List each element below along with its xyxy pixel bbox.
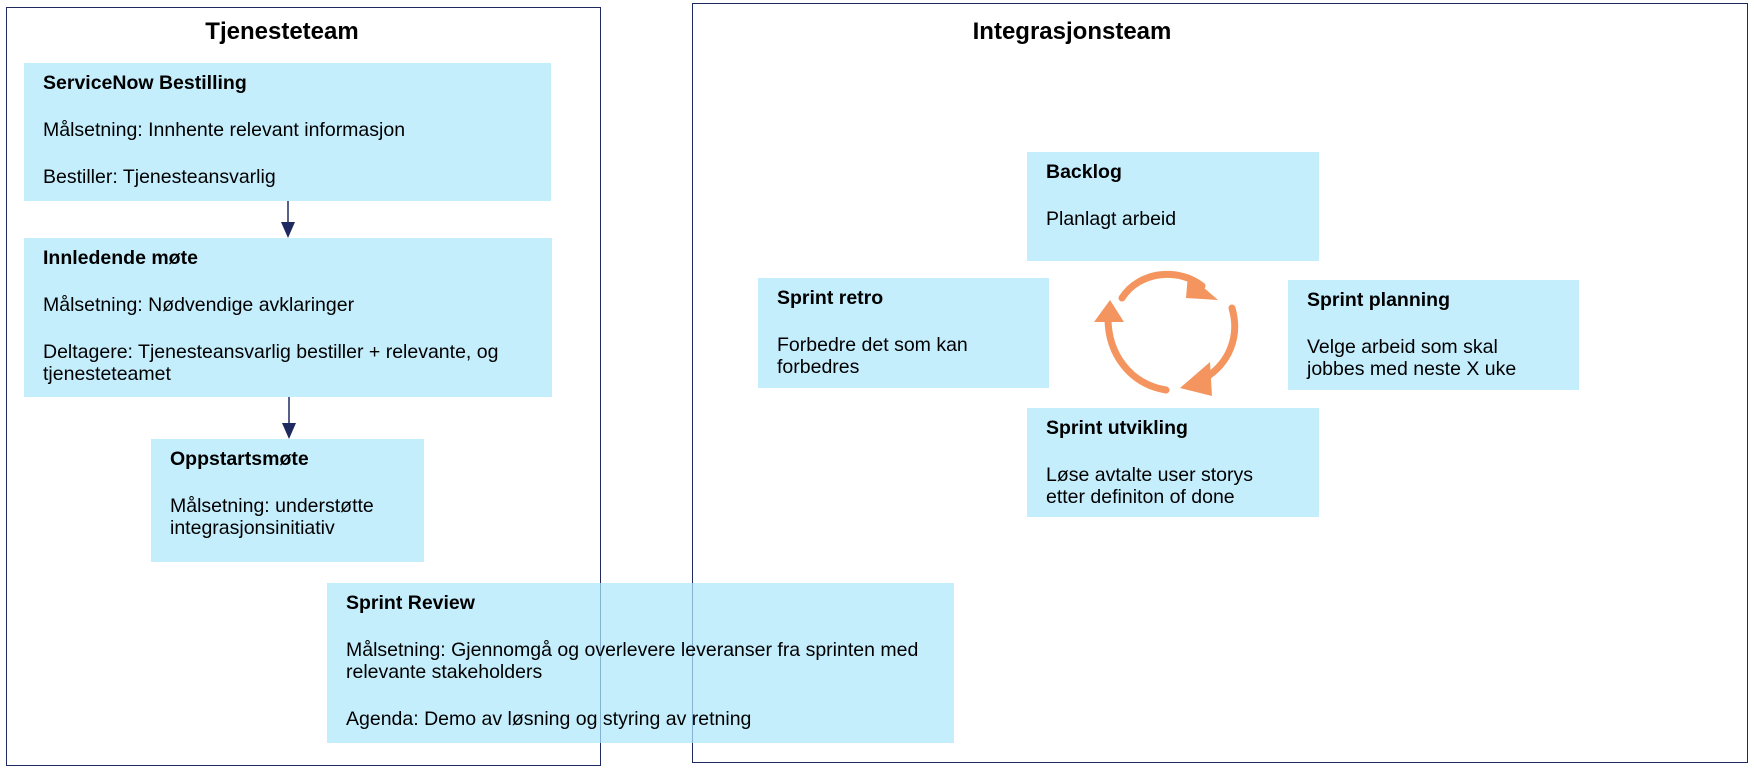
sprint-cycle-arrows-icon	[1094, 270, 1239, 396]
card-title: ServiceNow Bestilling	[43, 72, 247, 94]
flow-arrow-2	[282, 397, 296, 439]
card-sprint-planning: Sprint planning Velge arbeid som skal jo…	[1288, 280, 1579, 390]
card-title: Sprint planning	[1307, 289, 1450, 311]
card-text: Velge arbeid som skal jobbes med neste X…	[1307, 336, 1517, 380]
card-title: Oppstartsmøte	[170, 448, 309, 470]
card-title: Sprint retro	[777, 287, 884, 309]
card-title: Sprint Review	[346, 592, 475, 614]
team-frame-integrasjonsteam	[692, 3, 1748, 763]
card-text: Bestiller: Tjenesteansvarlig	[43, 166, 276, 188]
card-sprint-retro: Sprint retro Forbedre det som kan forbed…	[758, 278, 1049, 388]
card-backlog: Backlog Planlagt arbeid	[1027, 152, 1319, 261]
card-title: Backlog	[1046, 161, 1122, 183]
card-sprint-utvikling: Sprint utvikling Løse avtalte user story…	[1027, 408, 1319, 517]
card-text: Deltagere: Tjenesteansvarlig bestiller +…	[43, 341, 499, 385]
flow-arrow-1	[281, 201, 295, 238]
card-text: Målsetning: Innhente relevant informasjo…	[43, 119, 406, 141]
card-text: Forbedre det som kan forbedres	[777, 334, 968, 378]
card-text: Planlagt arbeid	[1046, 208, 1177, 230]
card-title: Sprint utvikling	[1046, 417, 1188, 439]
card-innledende-mote: Innledende møte Målsetning: Nødvendige a…	[24, 238, 552, 397]
card-sprint-review: Sprint Review Målsetning: Gjennomgå og o…	[327, 583, 954, 743]
team-title-tjenesteteam: Tjenesteteam	[205, 18, 359, 45]
card-text: Agenda: Demo av løsning og styring av re…	[346, 708, 752, 730]
team-frame-tjenesteteam	[6, 7, 601, 766]
card-title: Innledende møte	[43, 247, 198, 269]
card-oppstartsmote: Oppstartsmøte Målsetning: understøtte in…	[151, 439, 424, 562]
card-text: Målsetning: understøtte integrasjonsinit…	[170, 495, 374, 539]
card-servicenow-bestilling: ServiceNow Bestilling Målsetning: Innhen…	[24, 63, 551, 201]
card-text: Løse avtalte user storys etter definiton…	[1046, 464, 1253, 508]
card-text: Målsetning: Gjennomgå og overlevere leve…	[346, 639, 919, 683]
card-text: Målsetning: Nødvendige avklaringer	[43, 294, 355, 316]
team-title-integrasjonsteam: Integrasjonsteam	[972, 18, 1172, 45]
